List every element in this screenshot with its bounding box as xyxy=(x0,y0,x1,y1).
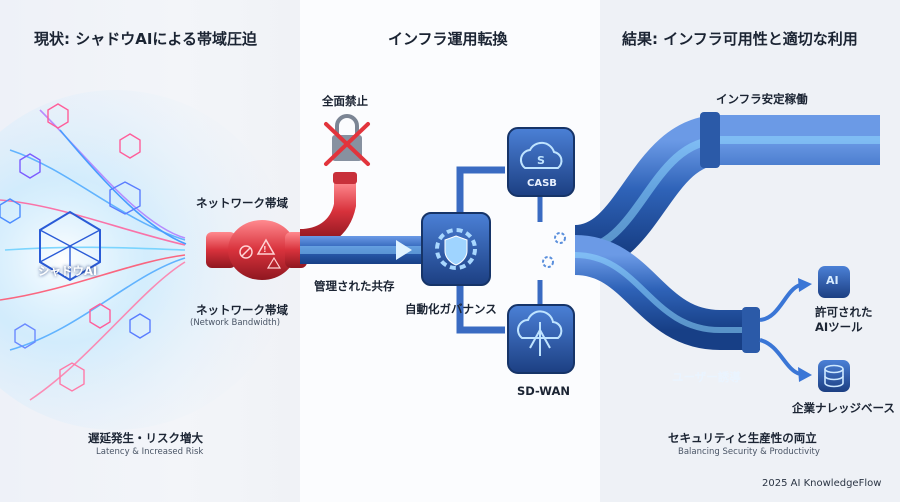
right-panel-title: 結果: インフラ可用性と適切な利用 xyxy=(622,30,858,48)
gear-shield-icon xyxy=(435,228,477,270)
casb-label: CASB xyxy=(527,178,557,189)
approved-tools-label-2: AIツール xyxy=(815,320,863,334)
pipe-flange-upper xyxy=(700,112,720,168)
casb-box xyxy=(507,127,575,197)
shadow-ai-shapes xyxy=(0,103,151,392)
right-caption-en: Balancing Security & Productivity xyxy=(678,447,820,457)
shadow-ai-label: シャドウAI xyxy=(38,264,98,278)
small-gear-icons xyxy=(542,232,566,268)
stable-label: インフラ安定稼働 xyxy=(716,92,808,106)
approved-tools-label-1: 許可された xyxy=(815,305,873,319)
right-caption-jp: セキュリティと生産性の両立 xyxy=(668,431,817,445)
svg-text:!: ! xyxy=(263,245,267,254)
left-caption-jp: 遅延発生・リスク増大 xyxy=(88,431,203,445)
ban-label: 全面禁止 xyxy=(322,94,368,108)
cloud-network-icon xyxy=(517,310,563,356)
cloud-shield-icon: S xyxy=(519,141,563,169)
warning-icons: ! xyxy=(239,238,282,269)
ai-tool-icon xyxy=(818,266,850,298)
bandwidth-label-top: ネットワーク帯域 xyxy=(196,196,288,210)
sdwan-label: SD-WAN xyxy=(517,384,570,398)
ai-badge: AI xyxy=(826,274,839,287)
red-pipe-bulge xyxy=(228,220,296,280)
right-panel xyxy=(600,0,900,502)
database-icon xyxy=(818,360,850,392)
footer-credit: 2025 AI KnowledgeFlow xyxy=(762,478,882,489)
pipe-user-guidance xyxy=(573,235,760,350)
left-panel-title: 現状: シャドウAIによる帯域圧迫 xyxy=(34,30,257,48)
knowledge-base-label: 企業ナレッジベース xyxy=(792,401,895,415)
arrow-knowledge-base xyxy=(798,367,812,382)
flow-arrow xyxy=(396,240,412,260)
red-pipe-cap xyxy=(333,172,357,184)
connector-casb xyxy=(456,166,505,230)
pipe-flange-lower xyxy=(742,307,760,353)
user-guidance-label: ユーザー誘導 xyxy=(672,370,741,384)
connector-sdwan xyxy=(456,270,505,334)
left-caption-en: Latency & Increased Risk xyxy=(96,447,204,457)
arrow-approved-tools xyxy=(798,278,812,292)
red-vertical-pipe xyxy=(299,182,356,251)
coexist-label: 管理された共存 xyxy=(314,279,395,293)
bandwidth-label-en: (Network Bandwidth) xyxy=(190,318,281,328)
lock-icon xyxy=(332,114,362,161)
red-pipe-flange-left xyxy=(206,232,236,268)
center-panel-title: インフラ運用転換 xyxy=(388,30,508,48)
bandwidth-label-bottom: ネットワーク帯域 xyxy=(196,303,288,317)
svg-text:S: S xyxy=(537,154,545,167)
shadow-ai-burst xyxy=(0,90,290,430)
pipe-stable-upper xyxy=(572,115,880,275)
ban-x-icon xyxy=(324,122,370,166)
governance-label: 自動化ガバナンス xyxy=(405,302,497,316)
